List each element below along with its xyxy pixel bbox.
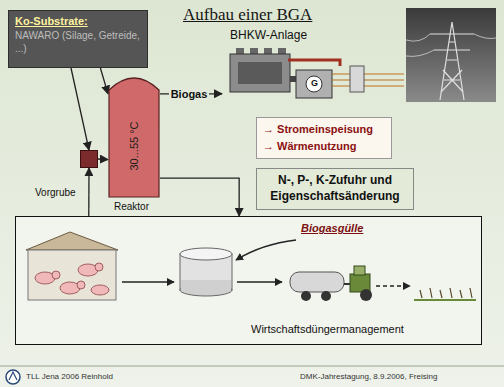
pig-head: [95, 263, 103, 271]
cylinder-head: [250, 48, 258, 54]
flow-connector: [88, 168, 90, 216]
engine-block: [230, 54, 290, 92]
logo-mark: [9, 372, 17, 380]
flow-arrow: [376, 285, 410, 286]
slide-title: Aufbau einer BGA: [183, 5, 312, 25]
pig-head: [52, 271, 60, 279]
digestate-arrow: [236, 240, 296, 260]
vessel-shape: [109, 78, 159, 197]
barn-pen: [28, 250, 116, 300]
connector-label: Biogas: [169, 88, 210, 100]
cylinder-head: [264, 48, 272, 54]
pig: [91, 285, 109, 295]
flow-connector: [160, 178, 239, 216]
tanker-body: [290, 272, 344, 292]
switch-cabinet: [350, 66, 364, 92]
institute-logo: [6, 370, 20, 384]
substrate-box: Ko-Substrate: NAWARO (Silage, Getreide, .…: [8, 10, 148, 68]
wheel: [321, 291, 331, 301]
manure-panel: BiogasgülleWirtschaftsdüngermanagement: [15, 216, 482, 345]
chp-unit: BHKW-Anlage: [222, 28, 404, 100]
reactor-vessel: 30...55 °CReaktor: [108, 74, 160, 198]
drawbar: [344, 283, 350, 285]
panel-ground: [15, 216, 482, 345]
generator: [296, 70, 332, 98]
box-heading: Ko-Substrate:: [15, 15, 141, 27]
temperature-label: 30...55 °C: [128, 121, 140, 170]
footer-note: TLL Jena 2006 Reinhold: [26, 372, 113, 381]
pit-label: Vorgrube: [35, 187, 76, 198]
field-ground: [414, 299, 476, 301]
flow-connector: [98, 158, 108, 160]
exhaust-pipe: [288, 60, 340, 66]
flow-connector: [100, 68, 108, 94]
footer-rule: [0, 366, 504, 367]
output-item: → Wärmenutzung: [263, 138, 385, 155]
wheel: [301, 291, 311, 301]
shaft: [290, 76, 296, 82]
cylinder-head: [236, 48, 244, 54]
slurry-tanker: [290, 266, 372, 301]
tank-shade: [181, 280, 231, 290]
panel-caption: Wirtschaftsdüngermanagement: [251, 323, 404, 335]
vessel-label: Reaktor: [114, 201, 149, 212]
footer-note: DMK-Jahrestagung, 8.9.2006, Freising: [300, 372, 437, 381]
flow-arrow: [122, 281, 174, 282]
chp-illustration: [230, 48, 404, 98]
pig-head: [77, 281, 85, 289]
power-wires: [406, 34, 496, 56]
output-box: → Stromeinspeisung→ Wärmenutzung: [256, 117, 392, 159]
unit-heading: BHKW-Anlage: [230, 28, 307, 42]
nutrient-box: N-, P-, K-Zufuhr und Eigenschaftsänderun…: [256, 168, 414, 210]
spread-jets: [420, 288, 472, 298]
generator-letter: G: [311, 78, 318, 88]
pylon-arms: [430, 34, 474, 50]
field-spreading: [414, 288, 476, 300]
tractor-cab: [354, 266, 365, 275]
cylinder-head: [278, 48, 286, 54]
output-item: → Stromeinspeisung: [263, 121, 385, 138]
generator-symbol: [306, 76, 322, 92]
flow-connector: [71, 68, 89, 150]
power-line-photo: [406, 8, 496, 102]
wheel: [360, 289, 372, 301]
panel-heading: Biogasgülle: [301, 222, 363, 234]
flow-arrow: [237, 281, 282, 282]
box-text: N-, P-, K-Zufuhr und Eigenschaftsänderun…: [261, 173, 409, 204]
slurry-tank: [180, 248, 232, 296]
pig-barn-illustration: [26, 232, 118, 300]
tank-top: [180, 248, 232, 260]
box-text: NAWARO (Silage, Getreide, ...): [15, 30, 141, 55]
engine-detail: [238, 62, 282, 84]
pre-pit-box: Vorgrube: [80, 150, 98, 168]
pylon-drawing: [406, 22, 496, 100]
barn-roof: [26, 232, 118, 250]
power-cables: [332, 74, 404, 86]
